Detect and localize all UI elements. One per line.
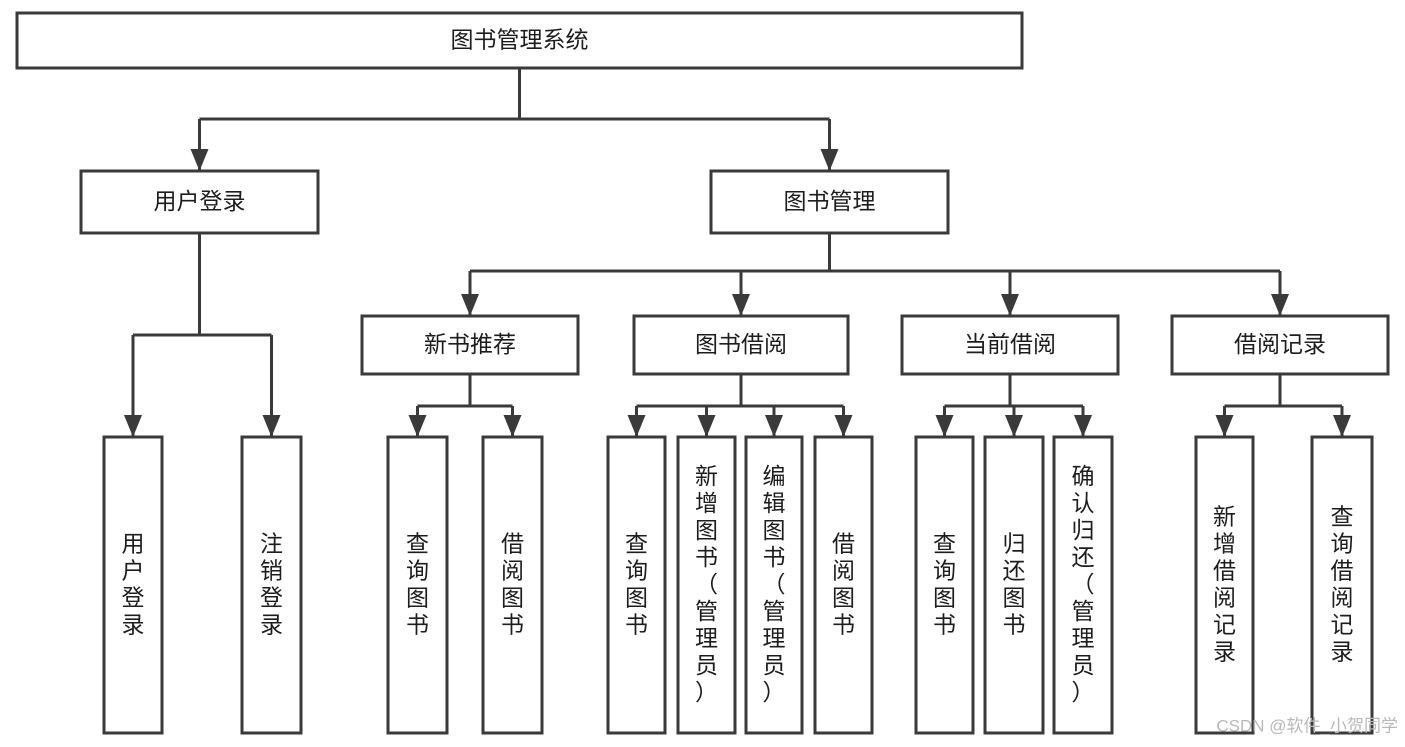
node-box-leaf-borrow-books-borrow[interactable]	[813, 435, 874, 735]
node-borrow-records[interactable]: 借阅记录	[1170, 314, 1390, 376]
node-label-leaf-edit-book-admin: 编辑图书（管理员）	[763, 463, 786, 705]
node-leaf-edit-book-admin[interactable]: 编辑图书（管理员）	[744, 435, 804, 735]
node-label-root: 图书管理系统	[451, 27, 589, 53]
arrow-head-icon-leaf-query-books-borrow	[627, 415, 646, 437]
node-leaf-add-book-admin[interactable]: 新增图书（管理员）	[676, 435, 737, 735]
arrow-head-icon-leaf-logout	[262, 415, 281, 437]
node-leaf-query-books-recommend[interactable]: 查询图书	[386, 435, 449, 735]
node-root[interactable]: 图书管理系统	[15, 11, 1024, 70]
node-leaf-confirm-return-admin[interactable]: 确认归还（管理员）	[1052, 435, 1114, 735]
node-label-leaf-confirm-return-admin: 确认归还（管理员）	[1072, 463, 1095, 705]
arrow-head-icon-leaf-return-books	[1005, 415, 1023, 437]
node-new-book-recommend[interactable]: 新书推荐	[360, 314, 580, 376]
node-label-leaf-add-book-admin: 新增图书（管理员）	[695, 463, 718, 705]
node-box-leaf-query-books-recommend[interactable]	[386, 435, 449, 735]
node-label-leaf-logout: 注销登录	[260, 531, 283, 638]
node-label-borrow-records: 借阅记录	[1234, 331, 1326, 357]
node-leaf-borrow-books-borrow[interactable]: 借阅图书	[813, 435, 874, 735]
arrow-head-icon-current-borrow	[1001, 294, 1019, 316]
node-leaf-logout[interactable]: 注销登录	[240, 435, 303, 735]
node-label-leaf-query-borrow-record: 查询借阅记录	[1331, 504, 1354, 665]
node-label-leaf-query-books-recommend: 查询图书	[406, 531, 429, 638]
arrow-head-icon-borrow-records	[1271, 294, 1289, 316]
node-box-leaf-add-borrow-record[interactable]	[1194, 435, 1255, 735]
node-label-leaf-user-login: 用户登录	[122, 531, 145, 638]
arrow-head-icon-leaf-add-borrow-record	[1215, 415, 1234, 437]
node-leaf-user-login[interactable]: 用户登录	[102, 435, 164, 735]
arrow-head-icon-leaf-add-book-admin	[697, 415, 716, 437]
node-leaf-query-books-current[interactable]: 查询图书	[914, 435, 975, 735]
node-label-leaf-borrow-books-borrow: 借阅图书	[832, 531, 855, 638]
node-box-leaf-query-books-borrow[interactable]	[606, 435, 667, 735]
node-box-book-management[interactable]	[709, 169, 950, 235]
node-label-leaf-borrow-books-recommend: 借阅图书	[501, 531, 524, 638]
node-book-borrow[interactable]: 图书借阅	[632, 314, 850, 376]
arrow-head-icon-book-management	[820, 149, 839, 171]
node-box-current-borrow[interactable]	[900, 314, 1120, 376]
arrow-head-icon-leaf-query-borrow-record	[1333, 415, 1351, 437]
node-box-leaf-edit-book-admin[interactable]	[744, 435, 804, 735]
node-box-leaf-user-login[interactable]	[102, 435, 164, 735]
arrow-head-icon-leaf-borrow-books-recommend	[503, 415, 522, 437]
node-book-management[interactable]: 图书管理	[709, 169, 950, 235]
node-leaf-query-books-borrow[interactable]: 查询图书	[606, 435, 667, 735]
arrow-head-icon-leaf-query-books-current	[935, 415, 954, 437]
node-box-root[interactable]	[15, 11, 1024, 70]
node-box-new-book-recommend[interactable]	[360, 314, 580, 376]
arrow-head-icon-user-login	[190, 149, 209, 171]
node-user-login[interactable]: 用户登录	[79, 169, 320, 235]
arrow-head-icon-leaf-edit-book-admin	[765, 415, 783, 437]
node-label-leaf-return-books: 归还图书	[1003, 531, 1026, 638]
arrow-head-icon-leaf-query-books-recommend	[408, 415, 427, 437]
arrow-head-icon-leaf-borrow-books-borrow	[834, 415, 853, 437]
node-box-leaf-logout[interactable]	[240, 435, 303, 735]
node-current-borrow[interactable]: 当前借阅	[900, 314, 1120, 376]
node-box-user-login[interactable]	[79, 169, 320, 235]
node-leaf-add-borrow-record[interactable]: 新增借阅记录	[1194, 435, 1255, 735]
arrow-head-icon-leaf-confirm-return-admin	[1074, 415, 1092, 437]
node-label-current-borrow: 当前借阅	[964, 331, 1056, 357]
node-box-book-borrow[interactable]	[632, 314, 850, 376]
node-label-new-book-recommend: 新书推荐	[424, 331, 516, 357]
csdn-watermark: CSDN @软件_小贺同学	[1216, 716, 1398, 735]
arrow-head-icon-book-borrow	[732, 294, 750, 316]
node-box-leaf-borrow-books-recommend[interactable]	[481, 435, 544, 735]
node-label-user-login: 用户登录	[154, 188, 246, 214]
node-box-leaf-return-books[interactable]	[983, 435, 1045, 735]
node-label-book-borrow: 图书借阅	[695, 331, 787, 357]
node-box-leaf-confirm-return-admin[interactable]	[1052, 435, 1114, 735]
node-label-leaf-query-books-borrow: 查询图书	[625, 531, 648, 638]
node-box-borrow-records[interactable]	[1170, 314, 1390, 376]
node-box-leaf-query-books-current[interactable]	[914, 435, 975, 735]
connector-lines-layer	[124, 68, 1351, 437]
node-leaf-query-borrow-record[interactable]: 查询借阅记录	[1310, 435, 1374, 735]
node-label-leaf-query-books-current: 查询图书	[933, 531, 956, 638]
arrow-head-icon-leaf-user-login	[124, 415, 142, 437]
node-leaf-borrow-books-recommend[interactable]: 借阅图书	[481, 435, 544, 735]
node-label-leaf-add-borrow-record: 新增借阅记录	[1213, 504, 1236, 665]
node-leaf-return-books[interactable]: 归还图书	[983, 435, 1045, 735]
node-label-book-management: 图书管理	[784, 188, 876, 214]
node-box-leaf-query-borrow-record[interactable]	[1310, 435, 1374, 735]
node-boxes-layer: 图书管理系统用户登录图书管理新书推荐图书借阅当前借阅借阅记录用户登录注销登录查询…	[15, 11, 1390, 735]
arrow-head-icon-new-book-recommend	[461, 294, 479, 316]
node-box-leaf-add-book-admin[interactable]	[676, 435, 737, 735]
